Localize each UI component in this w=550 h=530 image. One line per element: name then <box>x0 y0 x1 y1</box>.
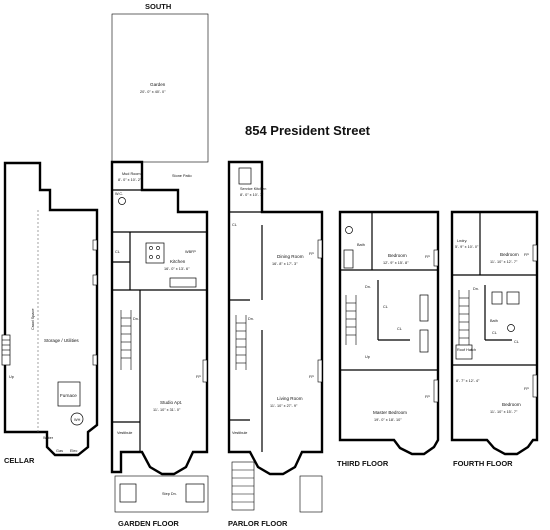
garden-wbfp-label: WBFP <box>185 250 196 254</box>
garden-stair-dn: Dn. <box>133 317 139 321</box>
cellar-water-label: Water <box>43 436 54 440</box>
parlor-fp-top: FP <box>309 252 314 256</box>
fourth-fp-bottom: FP <box>524 387 529 391</box>
living-dim: 11'- 10" x 27'- 9" <box>270 404 298 408</box>
cellar-gas-label: Gas <box>56 449 63 453</box>
garden-outdoor-dim: 20'- 0" x 40'- 0" <box>140 90 166 94</box>
fourth-bedroom-bottom-label: Bedroom <box>502 402 521 407</box>
cellar-wh-label: WH <box>74 418 81 422</box>
third-floor-plan: Bath Bedroom 12'- 9" x 15'- 8" FP Dn. CL… <box>337 210 440 468</box>
third-fp-bottom: FP <box>425 395 430 399</box>
fourth-closet-a: CL <box>492 331 497 335</box>
floor-label-fourth: FOURTH FLOOR <box>453 459 513 468</box>
service-kitchen-dim: 8'- 0" x 10'- 7" <box>240 193 264 197</box>
parlor-fp-bottom: FP <box>309 375 314 379</box>
master-bedroom-label: Master Bedroom <box>373 410 407 415</box>
roof-hatch-label: Roof Hatch <box>457 348 476 352</box>
dining-dim: 16'- 8" x 17'- 3" <box>272 262 298 266</box>
fourth-bedroom-top-label: Bedroom <box>500 252 519 257</box>
orientation-label: SOUTH <box>145 2 171 11</box>
fourth-closet-b: CL <box>514 340 519 344</box>
cellar-furnace-label: Furnace <box>60 393 77 398</box>
master-bedroom-dim: 19'- 0" x 18'- 10" <box>374 418 402 422</box>
third-fp-top: FP <box>425 255 430 259</box>
fourth-small-dim: 8'- 7" x 12'- 4" <box>456 379 480 383</box>
laundry-label: Lndry. <box>457 239 467 243</box>
service-kitchen-label: Service Kitchen <box>240 187 266 191</box>
garden-kitchen-dim: 16'- 0" x 13'- 6" <box>164 267 190 271</box>
parlor-stair-dn: Dn. <box>248 317 254 321</box>
floor-label-cellar: CELLAR <box>4 456 35 465</box>
garden-wc-label: W.C. <box>115 192 123 196</box>
parlor-closet-label: CL <box>232 223 237 227</box>
studio-dim: 11'- 10" x 31'- 0" <box>153 408 181 412</box>
floor-label-parlor: PARLOR FLOOR <box>228 519 288 528</box>
parlor-floor-plan: Service Kitchen 8'- 0" x 10'- 7" CL Dini… <box>227 160 324 528</box>
garden-step-dn-label: Step Dn. <box>162 492 177 496</box>
garden-vestibule-label: Vestibule <box>117 431 132 435</box>
garden-fp-label: FP <box>196 375 201 379</box>
third-bedroom-label: Bedroom <box>388 253 407 258</box>
cellar-up-label: Up <box>9 375 14 379</box>
fourth-bedroom-bottom-dim: 11'- 10" x 15'- 7" <box>490 410 518 414</box>
garden-kitchen-label: Kitchen <box>170 259 186 264</box>
fourth-stair-dn: Dn. <box>473 287 479 291</box>
property-title: 854 President Street <box>245 123 371 138</box>
cellar-plan: Storage / Utilities Crawl Space Furnace … <box>1 161 99 465</box>
mud-room-label: Mud Room <box>122 172 141 176</box>
garden-closet-label: CL <box>115 250 120 254</box>
third-up-label: Up <box>365 355 370 359</box>
fourth-fp-top: FP <box>524 253 529 257</box>
third-bath-label: Bath <box>357 243 365 247</box>
living-label: Living Room <box>277 396 303 401</box>
fourth-bath-label: Bath <box>490 319 498 323</box>
garden-outdoor-label: Garden <box>150 82 166 87</box>
garden-floor-plan: Garden 20'- 0" x 40'- 0" Mud Room 8'- 0"… <box>110 13 209 528</box>
cellar-elec-label: Elec <box>70 449 77 453</box>
cellar-crawl-label: Crawl Space <box>31 308 35 330</box>
stone-patio-label: Stone Patio <box>172 174 192 178</box>
studio-label: Studio Apt. <box>160 400 182 405</box>
laundry-dim: 5'- 9" x 10'- 0" <box>455 245 479 249</box>
third-closet-b: CL <box>397 327 402 331</box>
third-bedroom-dim: 12'- 9" x 15'- 8" <box>383 261 409 265</box>
third-closet-a: CL <box>383 305 388 309</box>
floor-label-third: THIRD FLOOR <box>337 459 389 468</box>
parlor-vestibule-label: Vestibule <box>232 431 247 435</box>
fourth-floor-plan: Lndry. 5'- 9" x 10'- 0" Bedroom 11'- 10"… <box>450 210 539 468</box>
fourth-bedroom-top-dim: 11'- 10" x 12'- 7" <box>490 260 518 264</box>
floor-label-garden: GARDEN FLOOR <box>118 519 179 528</box>
mud-room-dim: 8'- 0" x 10'- 2" <box>118 178 142 182</box>
dining-label: Dining Room <box>277 254 304 259</box>
third-stair-dn: Dn. <box>365 285 371 289</box>
cellar-storage-label: Storage / Utilities <box>44 338 79 343</box>
